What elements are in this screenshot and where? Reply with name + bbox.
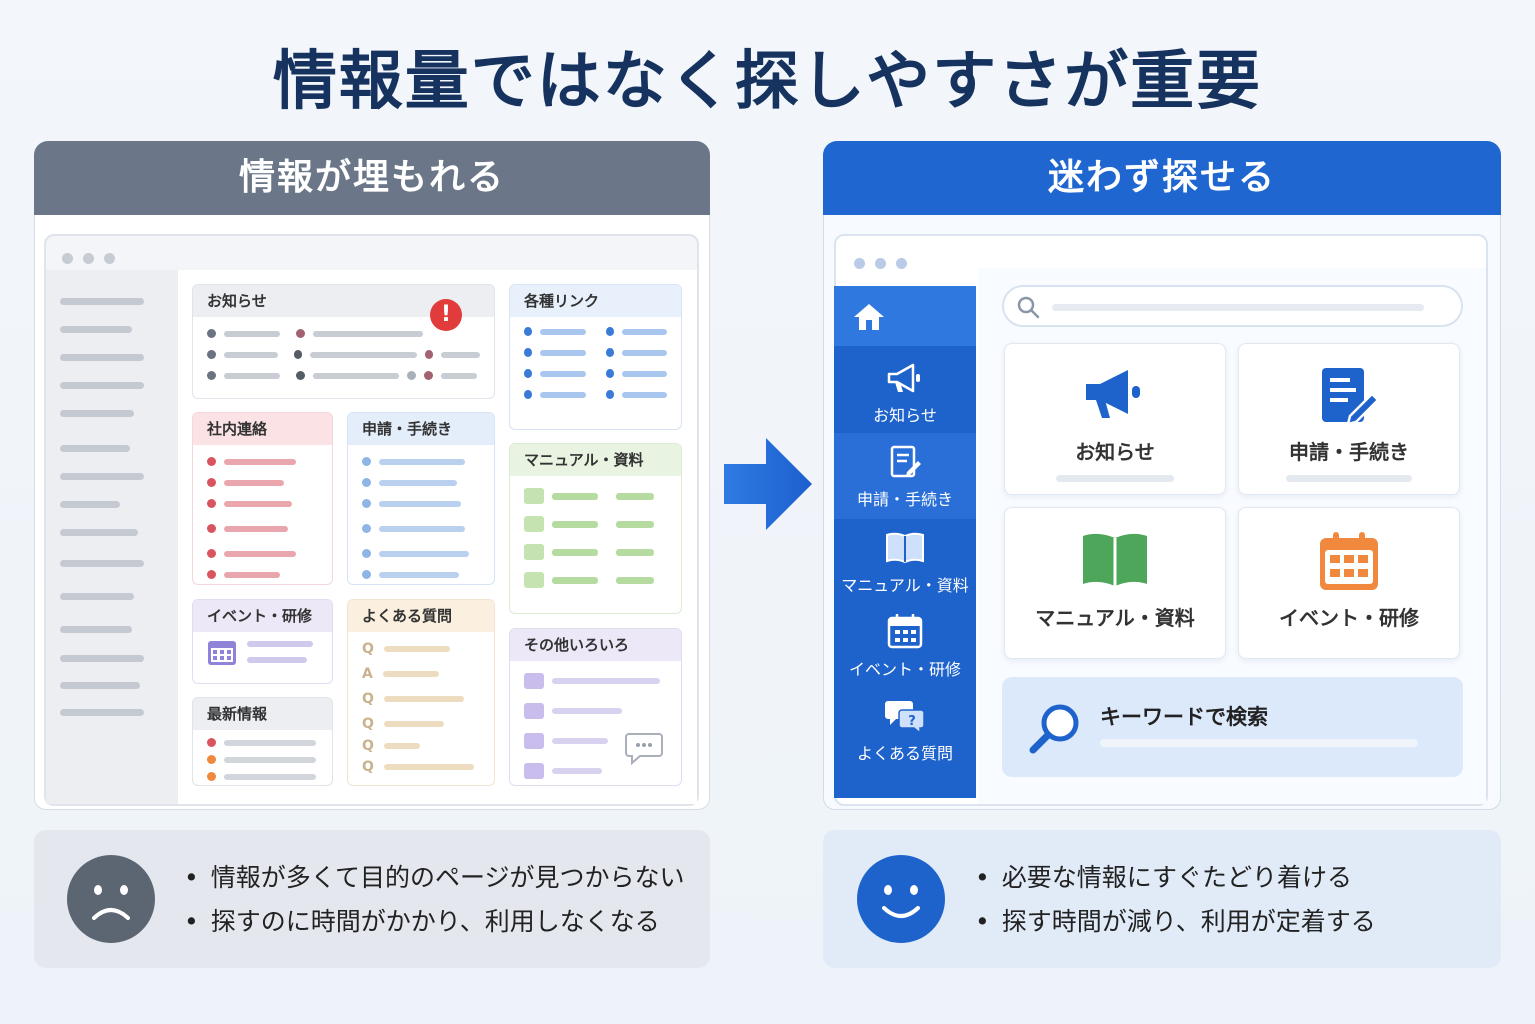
faq-mark: Q (362, 715, 374, 732)
sidebar-item-apply[interactable]: 申請・手続き (834, 444, 976, 510)
card-event[interactable]: イベント・研修 (192, 599, 333, 684)
arrow-right-icon (724, 438, 812, 530)
form-pen-icon (1322, 368, 1380, 426)
sidebar-line[interactable] (60, 593, 134, 600)
sidebar-item-event[interactable]: イベント・研修 (834, 612, 976, 680)
sidebar-item-label: お知らせ (873, 406, 937, 425)
megaphone-icon (887, 363, 920, 393)
sidebar-line[interactable] (60, 682, 140, 689)
faq-mark: A (362, 665, 373, 682)
sidebar-line[interactable] (60, 501, 120, 508)
book-icon (886, 532, 924, 564)
tile-notice[interactable]: お知らせ (1004, 343, 1226, 495)
sidebar-line[interactable] (60, 445, 130, 452)
sidebar-item-label: イベント・研修 (848, 660, 961, 679)
left-note-1: 情報が多くて目的のページが見つからない (210, 863, 685, 892)
card-internal[interactable]: 社内連絡 (192, 412, 333, 585)
right-panel-header: 迷わず探せる (823, 141, 1501, 215)
keyword-search-box[interactable]: キーワードで検索 (1002, 677, 1463, 777)
sidebar-line[interactable] (60, 410, 134, 417)
sidebar-item-faq[interactable]: ? よくある質問 (834, 698, 976, 764)
sidebar-line[interactable] (60, 298, 144, 305)
sidebar-item-label: よくある質問 (856, 744, 953, 763)
right-note-1: 必要な情報にすぐたどり着ける (1001, 863, 1353, 892)
sidebar-line[interactable] (60, 326, 132, 333)
calendar-icon (208, 641, 236, 665)
svg-text:?: ? (908, 714, 916, 729)
sidebar-line[interactable] (60, 529, 138, 536)
search-placeholder-bar (1052, 304, 1424, 311)
chat-bubble-icon (625, 733, 663, 766)
search-bar[interactable] (1002, 285, 1463, 327)
home-button[interactable] (834, 286, 976, 346)
faq-mark: Q (362, 640, 374, 657)
home-icon (854, 304, 884, 330)
tile-manual[interactable]: マニュアル・資料 (1004, 507, 1226, 659)
faq-mark: Q (362, 759, 374, 775)
calendar-icon (1320, 532, 1378, 590)
faq-mark: Q (362, 690, 374, 707)
bullet: • (975, 907, 990, 936)
card-apply[interactable]: 申請・手続き (347, 412, 495, 585)
tile-label: お知らせ (1075, 440, 1155, 464)
right-note-2: 探す時間が減り、利用が定着する (1001, 907, 1376, 936)
left-note-box: • 情報が多くて目的のページが見つからない • 探すのに時間がかかり、利用しなくなる (34, 830, 710, 968)
form-pen-icon (890, 445, 921, 478)
card-title: 社内連絡 (193, 413, 332, 445)
sad-face-icon (67, 855, 155, 943)
sidebar-item-label: マニュアル・資料 (841, 576, 969, 595)
window-dots (836, 236, 1486, 273)
card-title: マニュアル・資料 (510, 444, 681, 476)
card-other[interactable]: その他いろいろ (509, 628, 682, 786)
sidebar-line[interactable] (60, 382, 144, 389)
sidebar-line[interactable] (60, 560, 144, 567)
right-note-box: • 必要な情報にすぐたどり着ける • 探す時間が減り、利用が定着する (823, 830, 1501, 968)
tile-apply[interactable]: 申請・手続き (1238, 343, 1460, 495)
tile-label: イベント・研修 (1279, 606, 1419, 630)
bullet: • (184, 863, 199, 892)
megaphone-icon (1086, 370, 1140, 418)
card-links[interactable]: 各種リンク (509, 284, 682, 430)
card-title: イベント・研修 (193, 600, 332, 632)
magnifier-icon (1029, 704, 1079, 754)
card-title: よくある質問 (348, 600, 494, 632)
card-notice[interactable]: お知らせ ! (192, 284, 495, 399)
card-title: その他いろいろ (510, 629, 681, 661)
smile-face-icon (857, 855, 945, 943)
window-dots (46, 236, 697, 268)
keyword-search-label: キーワードで検索 (1100, 705, 1268, 729)
keyword-input-bar (1100, 739, 1418, 747)
sidebar-line[interactable] (60, 709, 144, 716)
card-latest[interactable]: 最新情報 (192, 697, 333, 786)
card-title: 各種リンク (510, 285, 681, 317)
sidebar-line[interactable] (60, 354, 144, 361)
card-manual[interactable]: マニュアル・資料 (509, 443, 682, 614)
chat-question-icon: ? (885, 701, 925, 734)
left-note-2: 探すのに時間がかかり、利用しなくなる (210, 907, 660, 936)
sidebar-line[interactable] (60, 473, 144, 480)
left-sidebar (46, 270, 178, 804)
calendar-icon (887, 614, 923, 649)
alert-icon: ! (430, 299, 462, 331)
page-title: 情報量ではなく探しやすさが重要 (272, 45, 1263, 119)
tile-label: マニュアル・資料 (1035, 606, 1195, 630)
sidebar-line[interactable] (60, 626, 132, 633)
sidebar-item-manual[interactable]: マニュアル・資料 (834, 530, 976, 596)
faq-mark: Q (362, 738, 374, 754)
bullet: • (975, 863, 990, 892)
sidebar-item-label: 申請・手続き (856, 490, 953, 509)
left-window-titlebar (46, 236, 697, 270)
search-icon (1017, 296, 1040, 319)
sidebar-line[interactable] (60, 655, 144, 662)
left-panel-header: 情報が埋もれる (34, 141, 710, 215)
card-title: 最新情報 (193, 698, 332, 730)
card-faq[interactable]: よくある質問 Q A Q Q Q Q (347, 599, 495, 786)
card-title: 申請・手続き (348, 413, 494, 445)
tile-event[interactable]: イベント・研修 (1238, 507, 1460, 659)
sidebar-item-notice[interactable]: お知らせ (834, 362, 976, 426)
bullet: • (184, 907, 199, 936)
tile-label: 申請・手続き (1289, 440, 1409, 464)
book-icon (1083, 533, 1147, 586)
